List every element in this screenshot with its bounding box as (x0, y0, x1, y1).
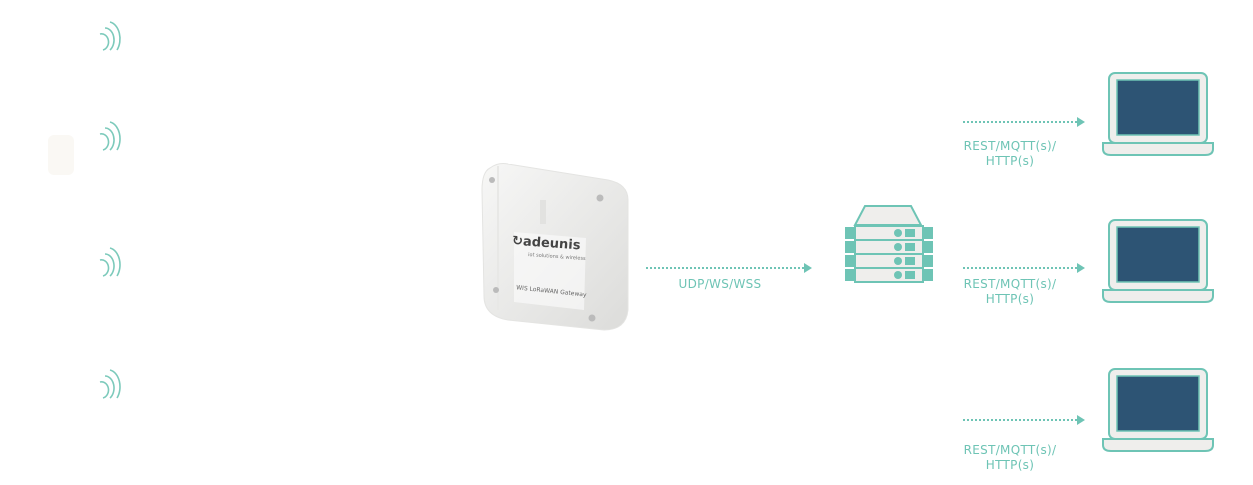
gateway-device: ↻adeunis iot solutions & wireless WIS Lo… (478, 160, 633, 332)
laptop-icon (1102, 72, 1214, 156)
gateway-link-label: UDP/WS/WSS (678, 277, 762, 291)
app-link-label: REST/MQTT(s)/ HTTP(s) (963, 277, 1057, 306)
app-link-label: REST/MQTT(s)/ HTTP(s) (963, 139, 1057, 168)
arrow-head-icon (1077, 415, 1085, 425)
gateway-to-server-arrow (646, 263, 812, 273)
wireless-signal-icon (99, 247, 121, 277)
server-to-app-arrow (963, 263, 1085, 273)
wireless-signal-icon (99, 369, 121, 399)
wireless-signal-icon (99, 21, 121, 51)
wireless-signal-icon (99, 121, 121, 151)
arrow-head-icon (804, 263, 812, 273)
laptop-icon (1102, 368, 1214, 452)
server-to-app-arrow (963, 117, 1085, 127)
arrow-head-icon (1077, 117, 1085, 127)
faint-sensor-silhouette (48, 135, 74, 175)
server-to-app-arrow (963, 415, 1085, 425)
server-rack-icon (845, 205, 933, 283)
gateway-body (481, 163, 629, 331)
arrow-head-icon (1077, 263, 1085, 273)
app-link-label: REST/MQTT(s)/ HTTP(s) (963, 443, 1057, 472)
laptop-icon (1102, 219, 1214, 303)
